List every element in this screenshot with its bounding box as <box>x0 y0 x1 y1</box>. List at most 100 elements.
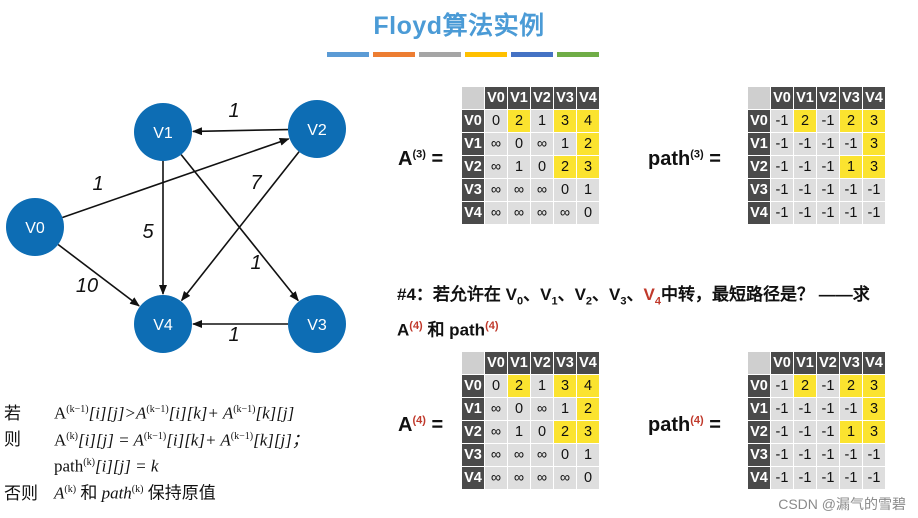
matrix-cell: -1 <box>840 202 862 224</box>
edge-weight: 5 <box>142 221 154 243</box>
matrix-cell: ∞ <box>554 467 576 489</box>
matrix-row-header: V1 <box>462 133 484 155</box>
matrix-cell: ∞ <box>531 444 553 466</box>
color-bar-segment <box>557 52 599 57</box>
matrix-cell: ∞ <box>531 398 553 420</box>
matrix-col-header: V0 <box>485 87 507 109</box>
edge-v0-v4 <box>57 243 140 307</box>
matrix-cell: 0 <box>485 110 507 132</box>
edge-weight: 10 <box>76 275 98 297</box>
matrix-corner <box>462 352 484 374</box>
matrix-cell: 0 <box>508 398 530 420</box>
matrix-cell: -1 <box>863 179 885 201</box>
matrix-cell: -1 <box>817 156 839 178</box>
matrix-col-header: V0 <box>771 87 793 109</box>
edge-v2-v1 <box>191 127 289 136</box>
matrix-cell: -1 <box>863 202 885 224</box>
matrix-cell: ∞ <box>485 398 507 420</box>
matrix-col-header: V2 <box>531 352 553 374</box>
matrix-cell: 1 <box>577 179 599 201</box>
matrix-cell: ∞ <box>531 133 553 155</box>
matrix-cell: 3 <box>863 421 885 443</box>
matrix-col-header: V3 <box>554 352 576 374</box>
matrix-col-header: V1 <box>794 87 816 109</box>
node-v0 <box>6 198 64 256</box>
matrix-cell: 3 <box>863 110 885 132</box>
matrix-row-header: V0 <box>462 110 484 132</box>
rule-path: path(k)[i][j] = k <box>54 456 159 476</box>
matrix-cell: ∞ <box>485 467 507 489</box>
matrix-cell: -1 <box>840 179 862 201</box>
matrix-col-header: V1 <box>508 352 530 374</box>
matrix-cell: 0 <box>577 202 599 224</box>
matrix-cell: 0 <box>531 421 553 443</box>
watermark: CSDN @漏气的雪碧 <box>778 496 906 512</box>
matrix-cell: 2 <box>508 110 530 132</box>
node-v3 <box>288 295 346 353</box>
label-a3: A(3) = <box>398 148 444 170</box>
matrix-col-header: V3 <box>840 352 862 374</box>
matrix-row-header: V1 <box>748 133 770 155</box>
color-bar-segment <box>419 52 461 57</box>
matrix-col-header: V2 <box>817 352 839 374</box>
matrix-cell: 2 <box>554 421 576 443</box>
matrix-cell: 3 <box>577 156 599 178</box>
matrix-col-header: V4 <box>577 352 599 374</box>
matrix-cell: 3 <box>863 398 885 420</box>
matrix-col-header: V1 <box>794 352 816 374</box>
matrix-col-header: V4 <box>863 87 885 109</box>
matrix-cell: -1 <box>840 467 862 489</box>
matrix-cell: -1 <box>817 467 839 489</box>
matrix-corner <box>748 352 770 374</box>
matrix-cell: 1 <box>531 110 553 132</box>
matrix-cell: -1 <box>840 133 862 155</box>
matrix-cell: 0 <box>508 133 530 155</box>
matrix-cell: -1 <box>794 398 816 420</box>
matrix-cell: 1 <box>577 444 599 466</box>
matrix-row-header: V0 <box>462 375 484 397</box>
matrix-cell: 2 <box>577 133 599 155</box>
node-v1 <box>134 103 192 161</box>
matrix-cell: ∞ <box>485 444 507 466</box>
matrix-cell: -1 <box>817 398 839 420</box>
matrix-cell: -1 <box>794 179 816 201</box>
matrix-row-header: V4 <box>748 467 770 489</box>
matrix-cell: 1 <box>840 156 862 178</box>
node-v2 <box>288 100 346 158</box>
matrix-col-header: V0 <box>771 352 793 374</box>
matrix-cell: -1 <box>794 444 816 466</box>
matrix-corner <box>748 87 770 109</box>
matrix-cell: 2 <box>794 110 816 132</box>
matrix-cell: ∞ <box>531 467 553 489</box>
matrix-cell: 3 <box>863 375 885 397</box>
matrix-cell: -1 <box>794 156 816 178</box>
matrix-cell: 1 <box>531 375 553 397</box>
matrix-cell: -1 <box>771 375 793 397</box>
matrix-row-header: V3 <box>462 179 484 201</box>
matrix-cell: 0 <box>531 156 553 178</box>
matrix-cell: 0 <box>485 375 507 397</box>
matrix-row-header: V2 <box>462 156 484 178</box>
matrix-cell: -1 <box>817 202 839 224</box>
matrix-cell: ∞ <box>508 179 530 201</box>
matrix-col-header: V0 <box>485 352 507 374</box>
matrix-cell: 3 <box>863 156 885 178</box>
matrix-cell: 0 <box>554 444 576 466</box>
matrix-cell: -1 <box>771 156 793 178</box>
matrix-cell: 2 <box>840 375 862 397</box>
matrix-col-header: V2 <box>531 87 553 109</box>
matrix-col-header: V4 <box>577 87 599 109</box>
matrix-cell: -1 <box>771 467 793 489</box>
matrix-cell: -1 <box>863 467 885 489</box>
matrix-cell: 3 <box>554 375 576 397</box>
node-label: V2 <box>307 122 327 139</box>
label-path3: path(3) = <box>648 148 721 170</box>
matrix-cell: -1 <box>771 110 793 132</box>
matrix-cell: 3 <box>554 110 576 132</box>
matrix-cell: 0 <box>577 467 599 489</box>
